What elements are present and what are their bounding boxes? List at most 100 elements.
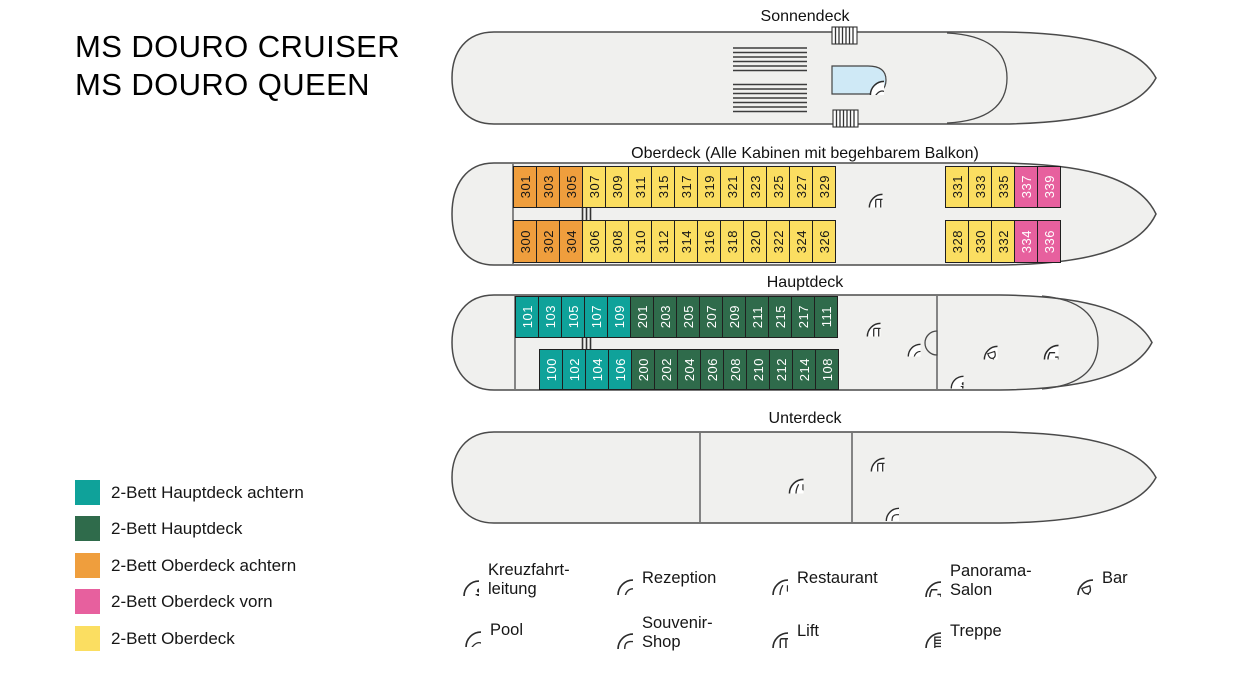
ship-title-line1: MS DOURO CRUISER [75,29,401,64]
cabin: 301 [513,166,537,208]
kreuzfahrtleitung-icon [937,362,964,389]
legend-label: 2-Bett Hauptdeck achtern [111,482,304,502]
facility-legend-item: Kreuzfahrt- leitung [446,561,570,599]
facility-legend-item: Lift [755,615,819,648]
cabin: 302 [536,220,560,263]
cabin: 208 [723,349,747,390]
legend-swatch [75,516,100,541]
legend-item: 2-Bett Hauptdeck [75,516,242,541]
cabin: 327 [789,166,813,208]
cabin: 306 [582,220,606,263]
panorama-salon-icon [1028,329,1059,360]
hauptdeck-title: Hauptdeck [766,274,844,291]
legend-label: 2-Bett Oberdeck achtern [111,555,297,575]
legend-item: 2-Bett Oberdeck [75,626,235,651]
facility-legend-item: Pool [448,614,523,647]
kreuzfahrtleitung-icon [446,563,479,596]
cabin: 333 [968,166,992,208]
cabin: 303 [536,166,560,208]
sonnendeck-superstructure-arc [946,32,1008,124]
cabin: 328 [945,220,969,263]
cabin: 200 [631,349,655,390]
cabin: 321 [720,166,744,208]
cabin: 309 [605,166,629,208]
cabin: 308 [605,220,629,263]
facility-legend-item: Restaurant [755,562,878,595]
hauptdeck-bow-arc [1041,295,1099,390]
cabin: 339 [1037,166,1061,208]
restaurant-icon [755,562,788,595]
cabin: 104 [585,349,609,390]
cabin: 210 [746,349,770,390]
cabin: 103 [538,296,562,338]
cabin: 310 [628,220,652,263]
cabin: 209 [722,296,746,338]
cabin: 300 [513,220,537,263]
treppe-icon [908,615,941,648]
ship-title-line2: MS DOURO QUEEN [75,67,370,103]
cabin: 106 [608,349,632,390]
cabin: 334 [1014,220,1038,263]
cabin: 207 [699,296,723,338]
hauptdeck-bulkhead-bump [924,330,938,356]
restaurant-icon [773,463,804,494]
legend-swatch [75,553,100,578]
legend-swatch [75,480,100,505]
cabin: 101 [515,296,539,338]
ship-title: MS DOURO CRUISER MS DOURO QUEEN [75,28,400,104]
cabin: 332 [991,220,1015,263]
sonnendeck-stairs-hatch-bottom [832,109,859,128]
cabin: 311 [628,166,652,208]
cabin: 203 [653,296,677,338]
cabin: 312 [651,220,675,263]
cabin: 202 [654,349,678,390]
facility-legend-item: Souvenir- Shop [600,614,713,652]
oberdeck-title: Oberdeck (Alle Kabinen mit begehbarem Ba… [631,145,979,162]
legend-label: 2-Bett Oberdeck vorn [111,591,273,611]
cabin: 314 [674,220,698,263]
cabin: 330 [968,220,992,263]
cabin: 304 [559,220,583,263]
sun-loungers [733,47,807,113]
legend-item: 2-Bett Hauptdeck achtern [75,480,304,505]
pool-icon [448,614,481,647]
facility-legend-item: Treppe [908,615,1002,648]
legend-item: 2-Bett Oberdeck vorn [75,589,273,614]
cabin: 316 [697,220,721,263]
cabin: 329 [812,166,836,208]
legend-label: 2-Bett Oberdeck [111,628,235,648]
legend-swatch [75,626,100,651]
oberdeck-corridor-stairs [581,206,592,222]
cabin: 331 [945,166,969,208]
cabin: 319 [697,166,721,208]
cabin: 320 [743,220,767,263]
rezeption-icon [894,330,921,357]
legend-label: 2-Bett Hauptdeck [111,518,243,538]
panorama-salon-icon [908,564,941,597]
cabin: 323 [743,166,767,208]
cabin: 307 [582,166,606,208]
lift-icon [755,615,788,648]
cabin: 105 [561,296,585,338]
unterdeck-hull [451,431,1157,524]
cabin: 315 [651,166,675,208]
cabin: 326 [812,220,836,263]
cabin: 217 [791,296,815,338]
cabin: 102 [562,349,586,390]
rezeption-icon [600,562,633,595]
souvenir-shop-icon [871,493,899,521]
cabin: 325 [766,166,790,208]
cabin: 201 [630,296,654,338]
souvenir-shop-icon [600,616,633,649]
cabin: 318 [720,220,744,263]
cabin: 337 [1014,166,1038,208]
cabin: 305 [559,166,583,208]
cabin: 322 [766,220,790,263]
cabin: 100 [539,349,563,390]
cabin: 215 [768,296,792,338]
pool-icon [854,65,884,95]
